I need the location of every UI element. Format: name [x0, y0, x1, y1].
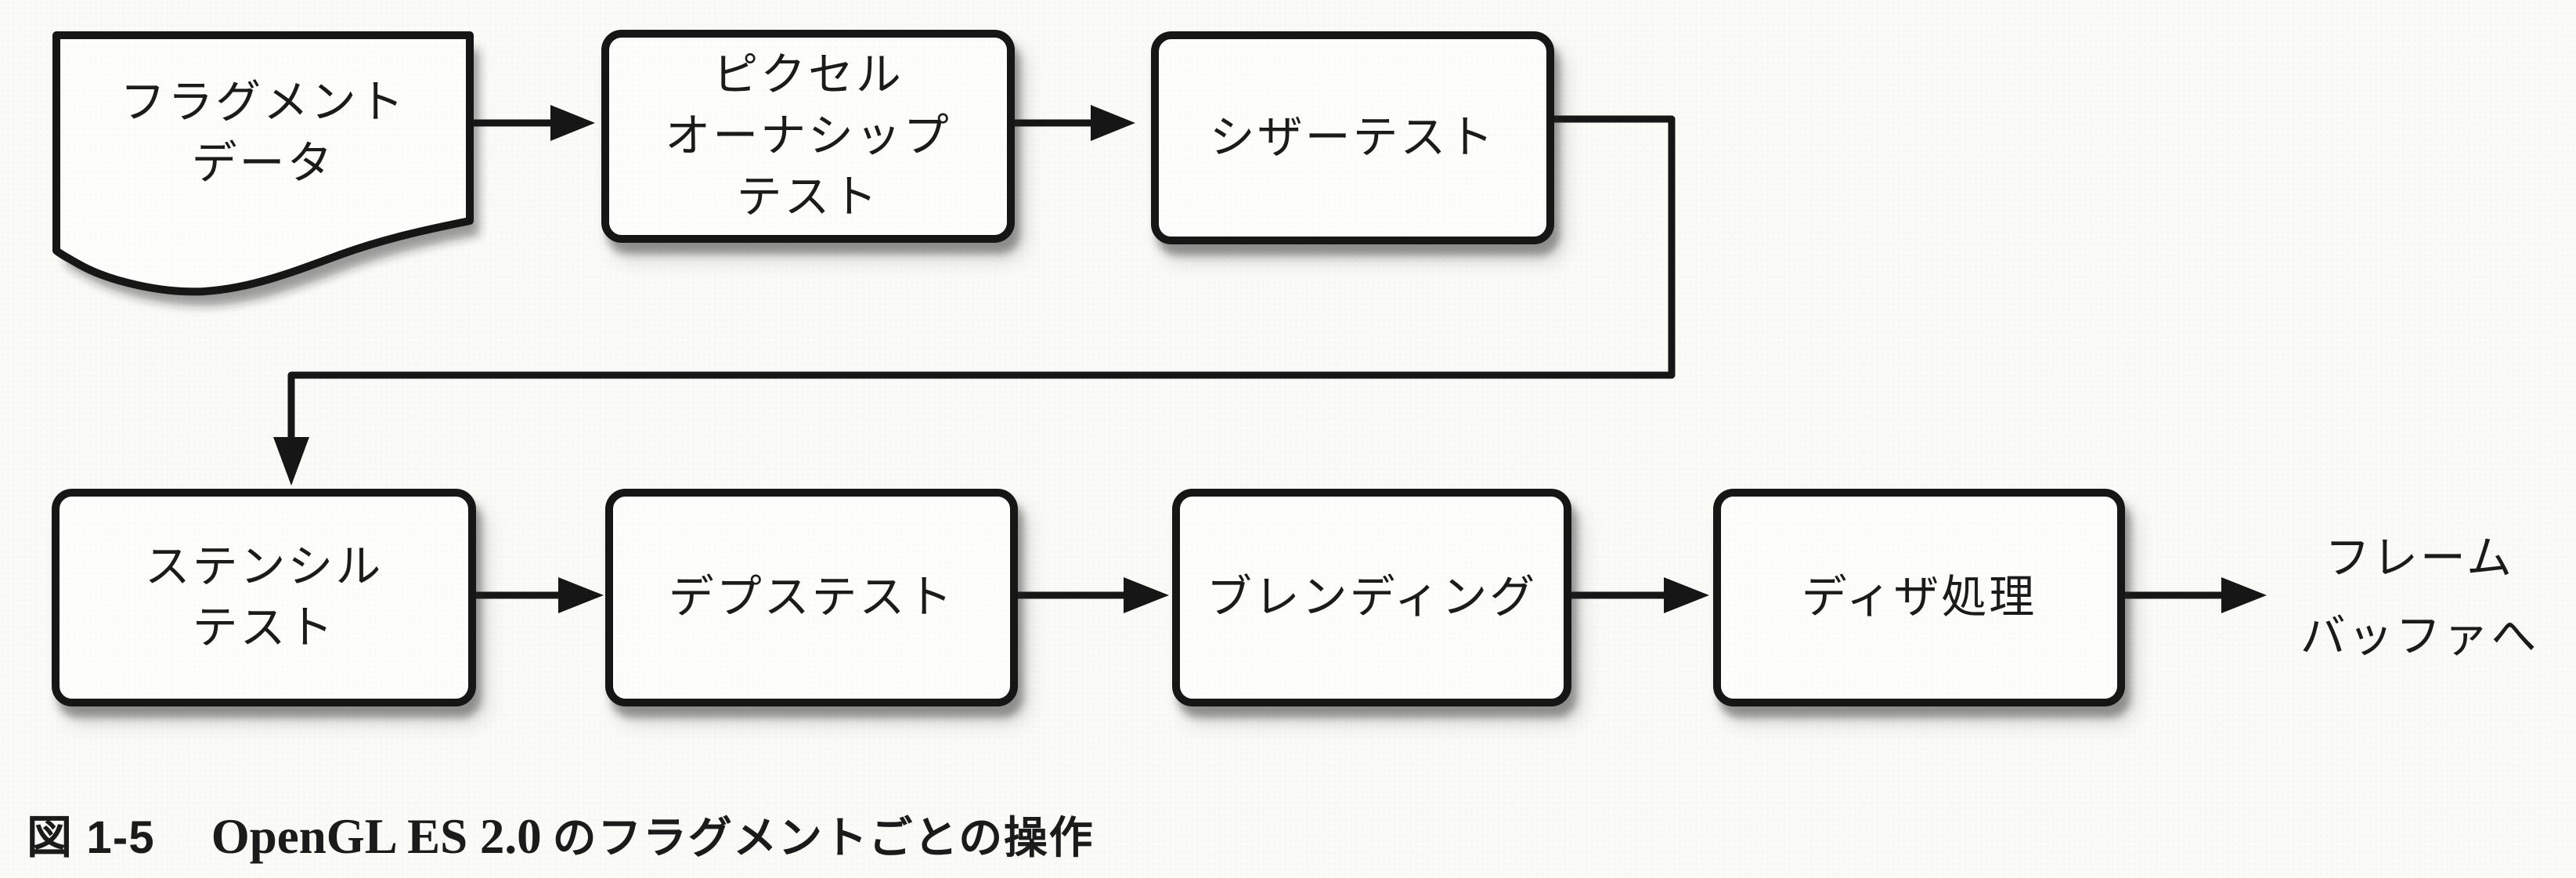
figure-title-japanese: のフラグメントごとの操作 [552, 813, 1095, 862]
connector-scissor-to-stencil [273, 115, 1676, 486]
arrowhead-down-icon [273, 437, 309, 486]
node-label-line: シザーテスト [1209, 112, 1496, 163]
arrow-depth-to-blending [1018, 577, 1169, 613]
node-label-line: ディザ処理 [1801, 572, 2037, 623]
node-fragment-data: フラグメント データ [56, 35, 470, 231]
node-label-line: デプステスト [668, 572, 955, 623]
node-label-line: フレーム [2325, 532, 2514, 584]
arrow-blending-to-dithering [1571, 577, 1709, 613]
node-label-line: オーナシップ [665, 110, 951, 161]
node-stencil-test: ステンシル テスト [52, 489, 476, 706]
arrow-dithering-to-framebuffer [2125, 577, 2267, 613]
node-label-line: ブレンディング [1206, 572, 1538, 623]
arrow-ownership-to-scissor [1015, 105, 1135, 141]
node-scissor-test: シザーテスト [1151, 31, 1554, 244]
node-dithering: ディザ処理 [1713, 489, 2125, 706]
arrow-fragment-to-ownership [470, 105, 595, 141]
node-label-line: データ [191, 138, 335, 189]
node-label-line: ピクセル [713, 49, 904, 100]
arrow-stencil-to-depth [476, 577, 604, 613]
figure-caption: 図 1-5 OpenGL ES 2.0 のフラグメントごとの操作 [27, 800, 1094, 866]
figure-title-latin: OpenGL ES 2.0 [211, 809, 542, 864]
node-label-line: フラグメント [120, 77, 406, 128]
node-label-line: ステンシル [144, 541, 384, 592]
node-label-line: テスト [192, 602, 336, 653]
node-label-line: テスト [736, 172, 880, 222]
node-to-framebuffer: フレーム バッファへ [2282, 497, 2556, 697]
node-blending: ブレンディング [1172, 489, 1571, 706]
figure-number: 図 1-5 [27, 812, 155, 863]
node-label-line: バッファへ [2300, 610, 2539, 662]
node-pixel-ownership-test: ピクセル オーナシップ テスト [601, 30, 1015, 243]
node-depth-test: デプステスト [605, 489, 1018, 706]
document-shape [52, 31, 474, 296]
